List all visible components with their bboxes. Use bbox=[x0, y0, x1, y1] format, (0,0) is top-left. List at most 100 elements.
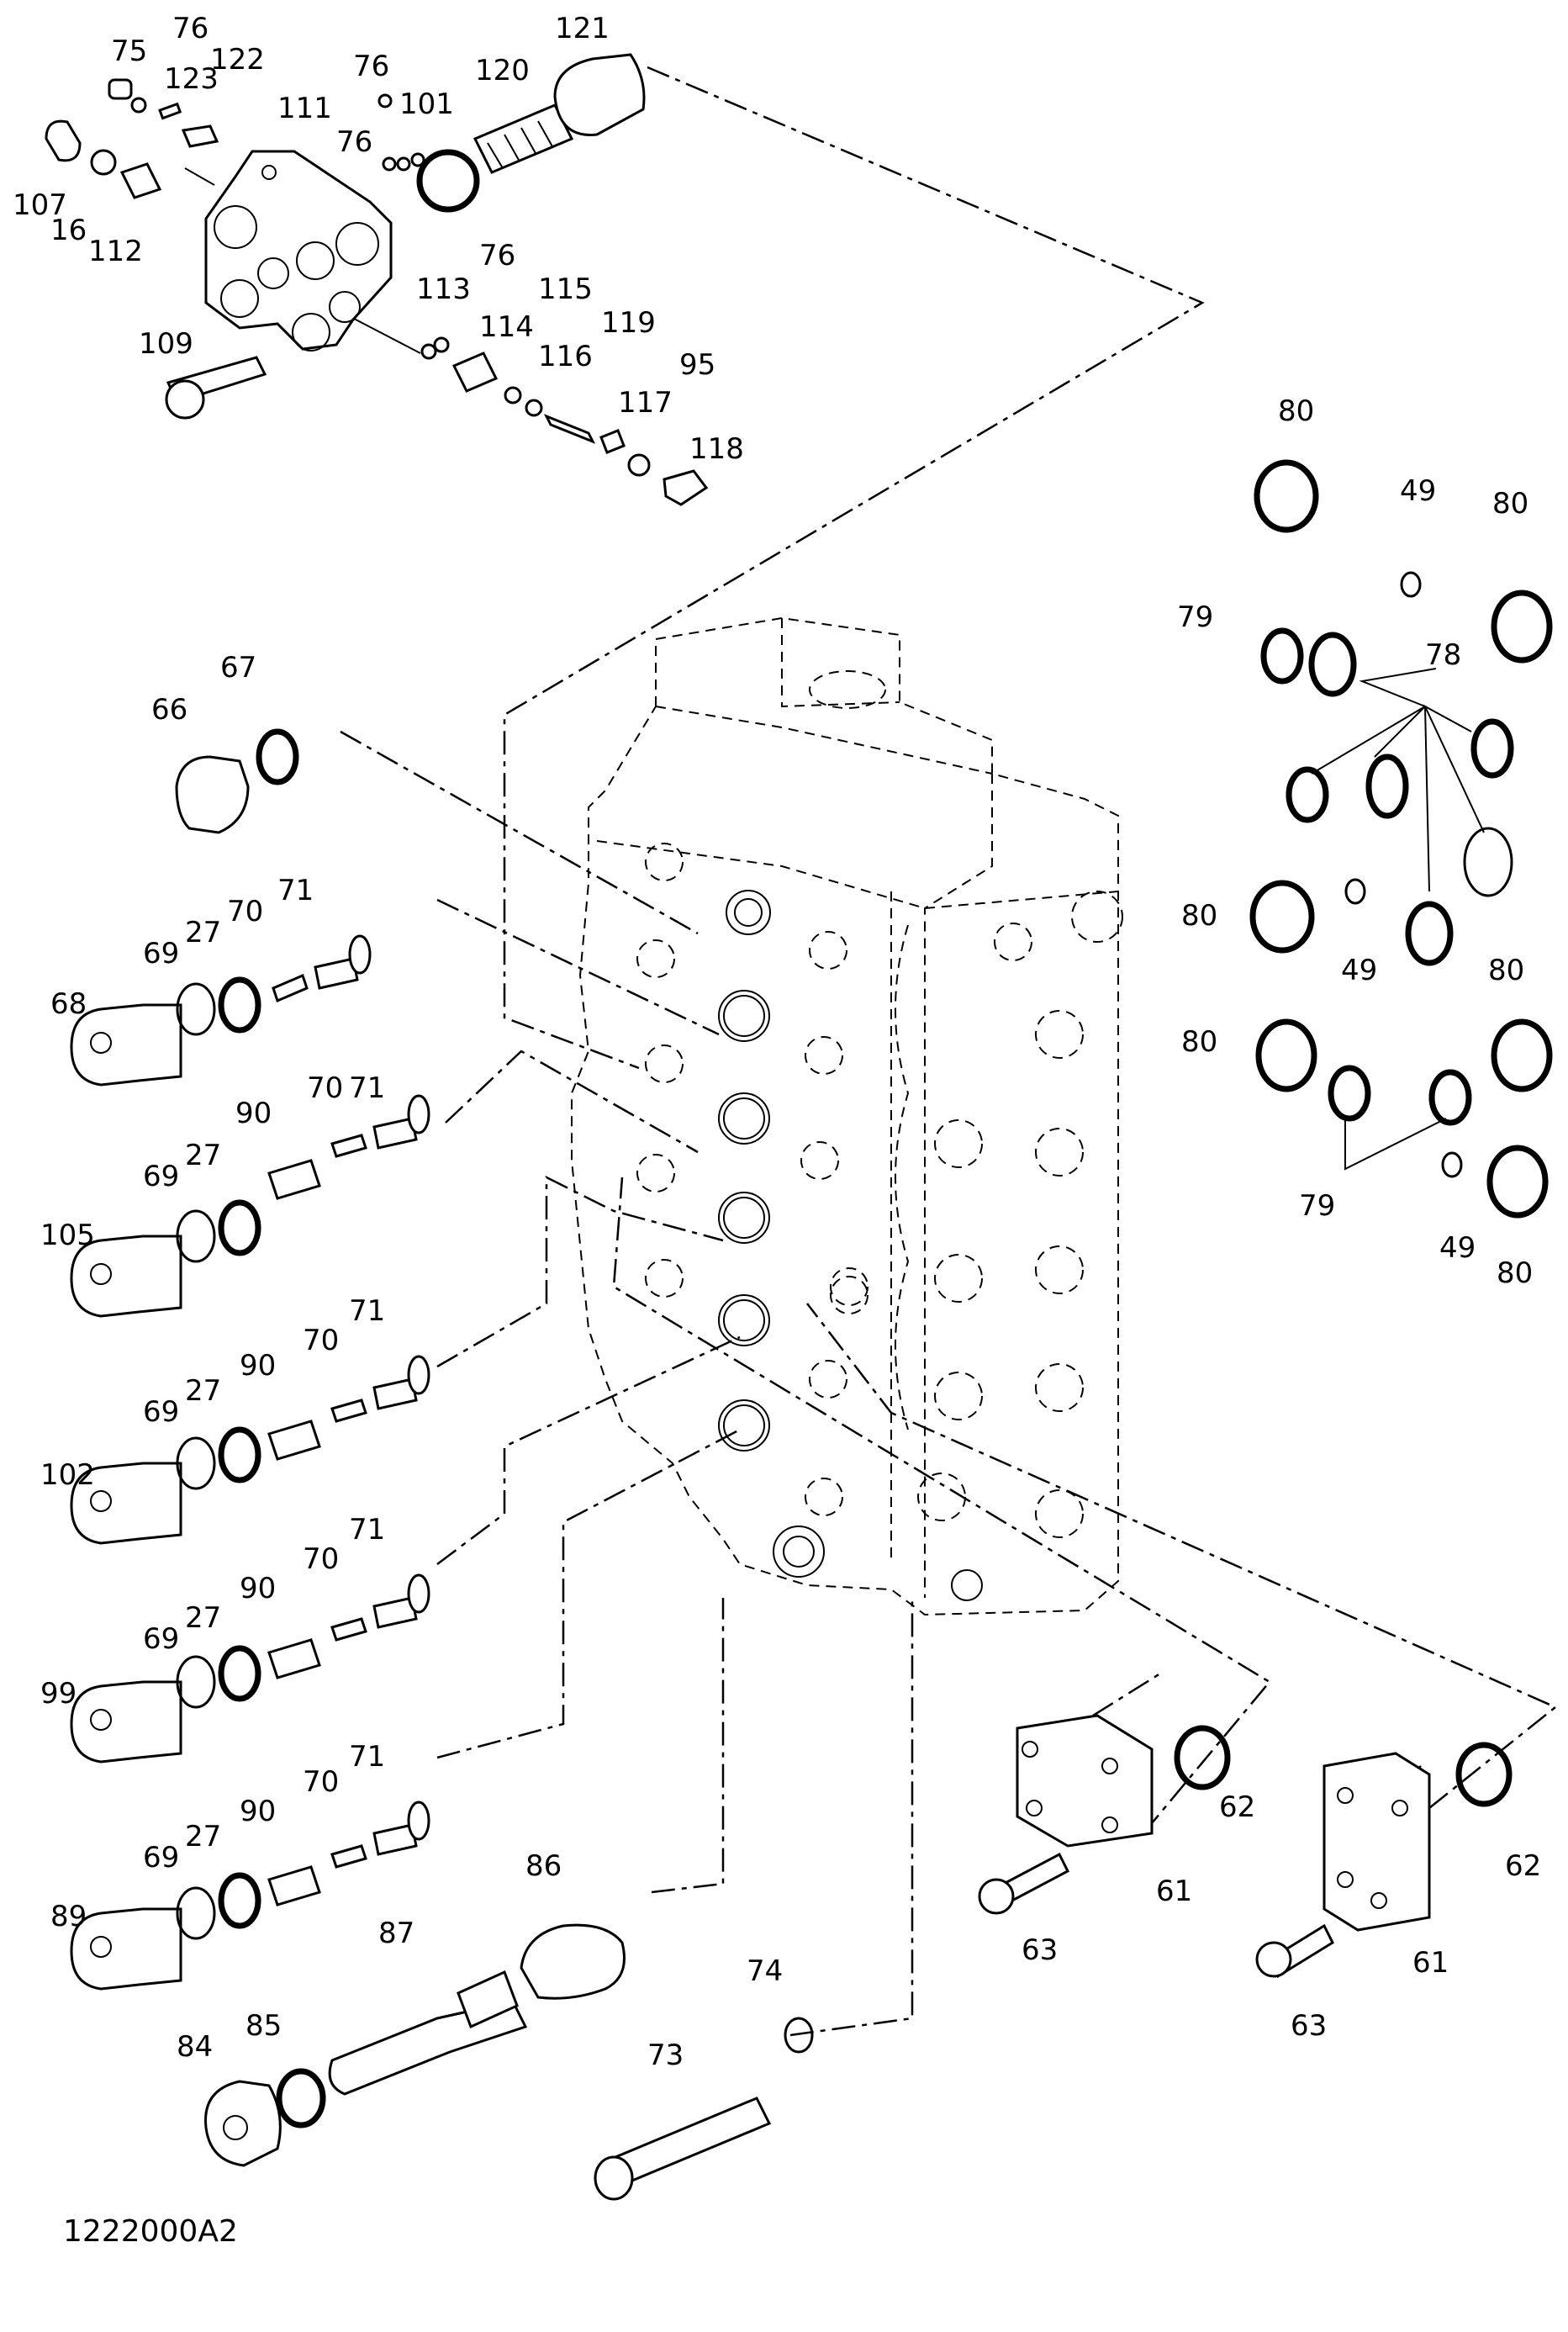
part-76-ring bbox=[130, 97, 147, 114]
callout-69: 69 bbox=[143, 1160, 179, 1193]
bolt-109 bbox=[165, 379, 205, 420]
callout-90: 90 bbox=[240, 1572, 276, 1605]
part-75 bbox=[108, 78, 133, 100]
callout-69: 69 bbox=[143, 1622, 179, 1656]
callout-114: 114 bbox=[479, 310, 534, 344]
callout-80: 80 bbox=[1181, 899, 1217, 933]
callout-69: 69 bbox=[143, 1841, 179, 1875]
callout-70: 70 bbox=[303, 1542, 339, 1576]
ring-101 bbox=[416, 149, 480, 213]
callout-90: 90 bbox=[240, 1349, 276, 1383]
callout-76: 76 bbox=[336, 125, 372, 159]
callout-105: 105 bbox=[40, 1219, 95, 1252]
flange-61-left bbox=[1016, 1714, 1154, 1848]
part-114 bbox=[451, 352, 499, 393]
plug-84 bbox=[204, 2080, 282, 2167]
callout-116: 116 bbox=[538, 340, 593, 373]
callout-112: 112 bbox=[88, 235, 143, 268]
callout-49: 49 bbox=[1439, 1231, 1476, 1265]
callout-16: 16 bbox=[50, 214, 87, 247]
bolt-63-left bbox=[978, 1878, 1015, 1915]
callout-62: 62 bbox=[1219, 1790, 1255, 1824]
callout-101: 101 bbox=[399, 87, 454, 121]
callout-109: 109 bbox=[139, 327, 193, 361]
callout-107: 107 bbox=[13, 188, 67, 222]
callout-27: 27 bbox=[185, 1820, 221, 1853]
callout-115: 115 bbox=[538, 272, 593, 306]
callout-70: 70 bbox=[227, 895, 263, 928]
plug-row-1 bbox=[70, 934, 372, 1087]
callout-78: 78 bbox=[1425, 638, 1461, 672]
callout-76: 76 bbox=[353, 50, 389, 83]
callout-70: 70 bbox=[307, 1071, 343, 1105]
callout-80: 80 bbox=[1488, 954, 1524, 987]
callout-labels: 7576123122111107161121097610176120121113… bbox=[13, 12, 1541, 2072]
callout-62: 62 bbox=[1505, 1849, 1541, 1883]
callout-73: 73 bbox=[647, 2039, 684, 2072]
spring-120 bbox=[473, 103, 574, 174]
callout-119: 119 bbox=[601, 306, 656, 340]
callout-79: 79 bbox=[1177, 600, 1213, 634]
callout-122: 122 bbox=[210, 43, 265, 77]
callout-70: 70 bbox=[303, 1324, 339, 1357]
callout-123: 123 bbox=[164, 62, 219, 96]
callout-49: 49 bbox=[1341, 954, 1377, 987]
part-118 bbox=[663, 469, 709, 506]
callout-74: 74 bbox=[747, 1954, 783, 1988]
plug-row-3 bbox=[70, 1355, 430, 1545]
callout-90: 90 bbox=[240, 1795, 276, 1828]
callout-27: 27 bbox=[185, 916, 221, 949]
callout-80: 80 bbox=[1181, 1025, 1217, 1059]
part-112 bbox=[119, 162, 162, 199]
callout-61: 61 bbox=[1412, 1946, 1449, 1980]
callout-66: 66 bbox=[151, 693, 187, 727]
callout-27: 27 bbox=[185, 1374, 221, 1408]
callout-102: 102 bbox=[40, 1458, 95, 1492]
callout-87: 87 bbox=[378, 1917, 414, 1950]
callout-80: 80 bbox=[1278, 394, 1314, 428]
callout-80: 80 bbox=[1492, 487, 1528, 521]
callout-27: 27 bbox=[185, 1139, 221, 1172]
callout-75: 75 bbox=[111, 34, 147, 68]
callout-70: 70 bbox=[303, 1765, 339, 1799]
callout-89: 89 bbox=[50, 1900, 87, 1933]
drawing-code: 1222000A2 bbox=[63, 2214, 238, 2249]
callout-121: 121 bbox=[555, 12, 610, 45]
callout-27: 27 bbox=[185, 1601, 221, 1635]
callout-61: 61 bbox=[1156, 1875, 1192, 1908]
callout-85: 85 bbox=[245, 2009, 282, 2043]
plug-66 bbox=[175, 728, 299, 834]
part-107 bbox=[45, 119, 82, 162]
callout-63: 63 bbox=[1291, 2009, 1327, 2043]
plug-row-2 bbox=[70, 1094, 430, 1318]
part-121 bbox=[553, 53, 646, 136]
callout-86: 86 bbox=[525, 1849, 562, 1883]
callout-120: 120 bbox=[475, 54, 530, 87]
callout-69: 69 bbox=[143, 1395, 179, 1429]
callout-63: 63 bbox=[1022, 1933, 1058, 1967]
flange-61-right bbox=[1323, 1752, 1431, 1932]
callout-76: 76 bbox=[479, 239, 515, 272]
callout-67: 67 bbox=[220, 651, 256, 685]
plug-row-4 bbox=[70, 1573, 430, 1764]
callout-71: 71 bbox=[277, 874, 314, 907]
callout-71: 71 bbox=[349, 1071, 385, 1105]
bolt-63-right bbox=[1255, 1941, 1292, 1978]
callout-79: 79 bbox=[1299, 1189, 1335, 1223]
callout-68: 68 bbox=[50, 987, 87, 1021]
callout-71: 71 bbox=[349, 1294, 385, 1328]
connection-lines bbox=[184, 66, 1558, 2037]
callout-80: 80 bbox=[1497, 1256, 1533, 1290]
sub-assembly-111 bbox=[45, 53, 709, 506]
o-ring-cluster bbox=[1249, 459, 1553, 1219]
callout-69: 69 bbox=[143, 937, 179, 970]
valve-body bbox=[571, 616, 1123, 1616]
callout-84: 84 bbox=[177, 2030, 213, 2064]
plug-row-5 bbox=[70, 1801, 430, 1991]
callout-117: 117 bbox=[618, 386, 673, 420]
callout-90: 90 bbox=[235, 1097, 272, 1130]
callout-71: 71 bbox=[349, 1740, 385, 1774]
callout-76: 76 bbox=[172, 12, 209, 45]
bottom-parts bbox=[204, 1714, 1513, 2201]
